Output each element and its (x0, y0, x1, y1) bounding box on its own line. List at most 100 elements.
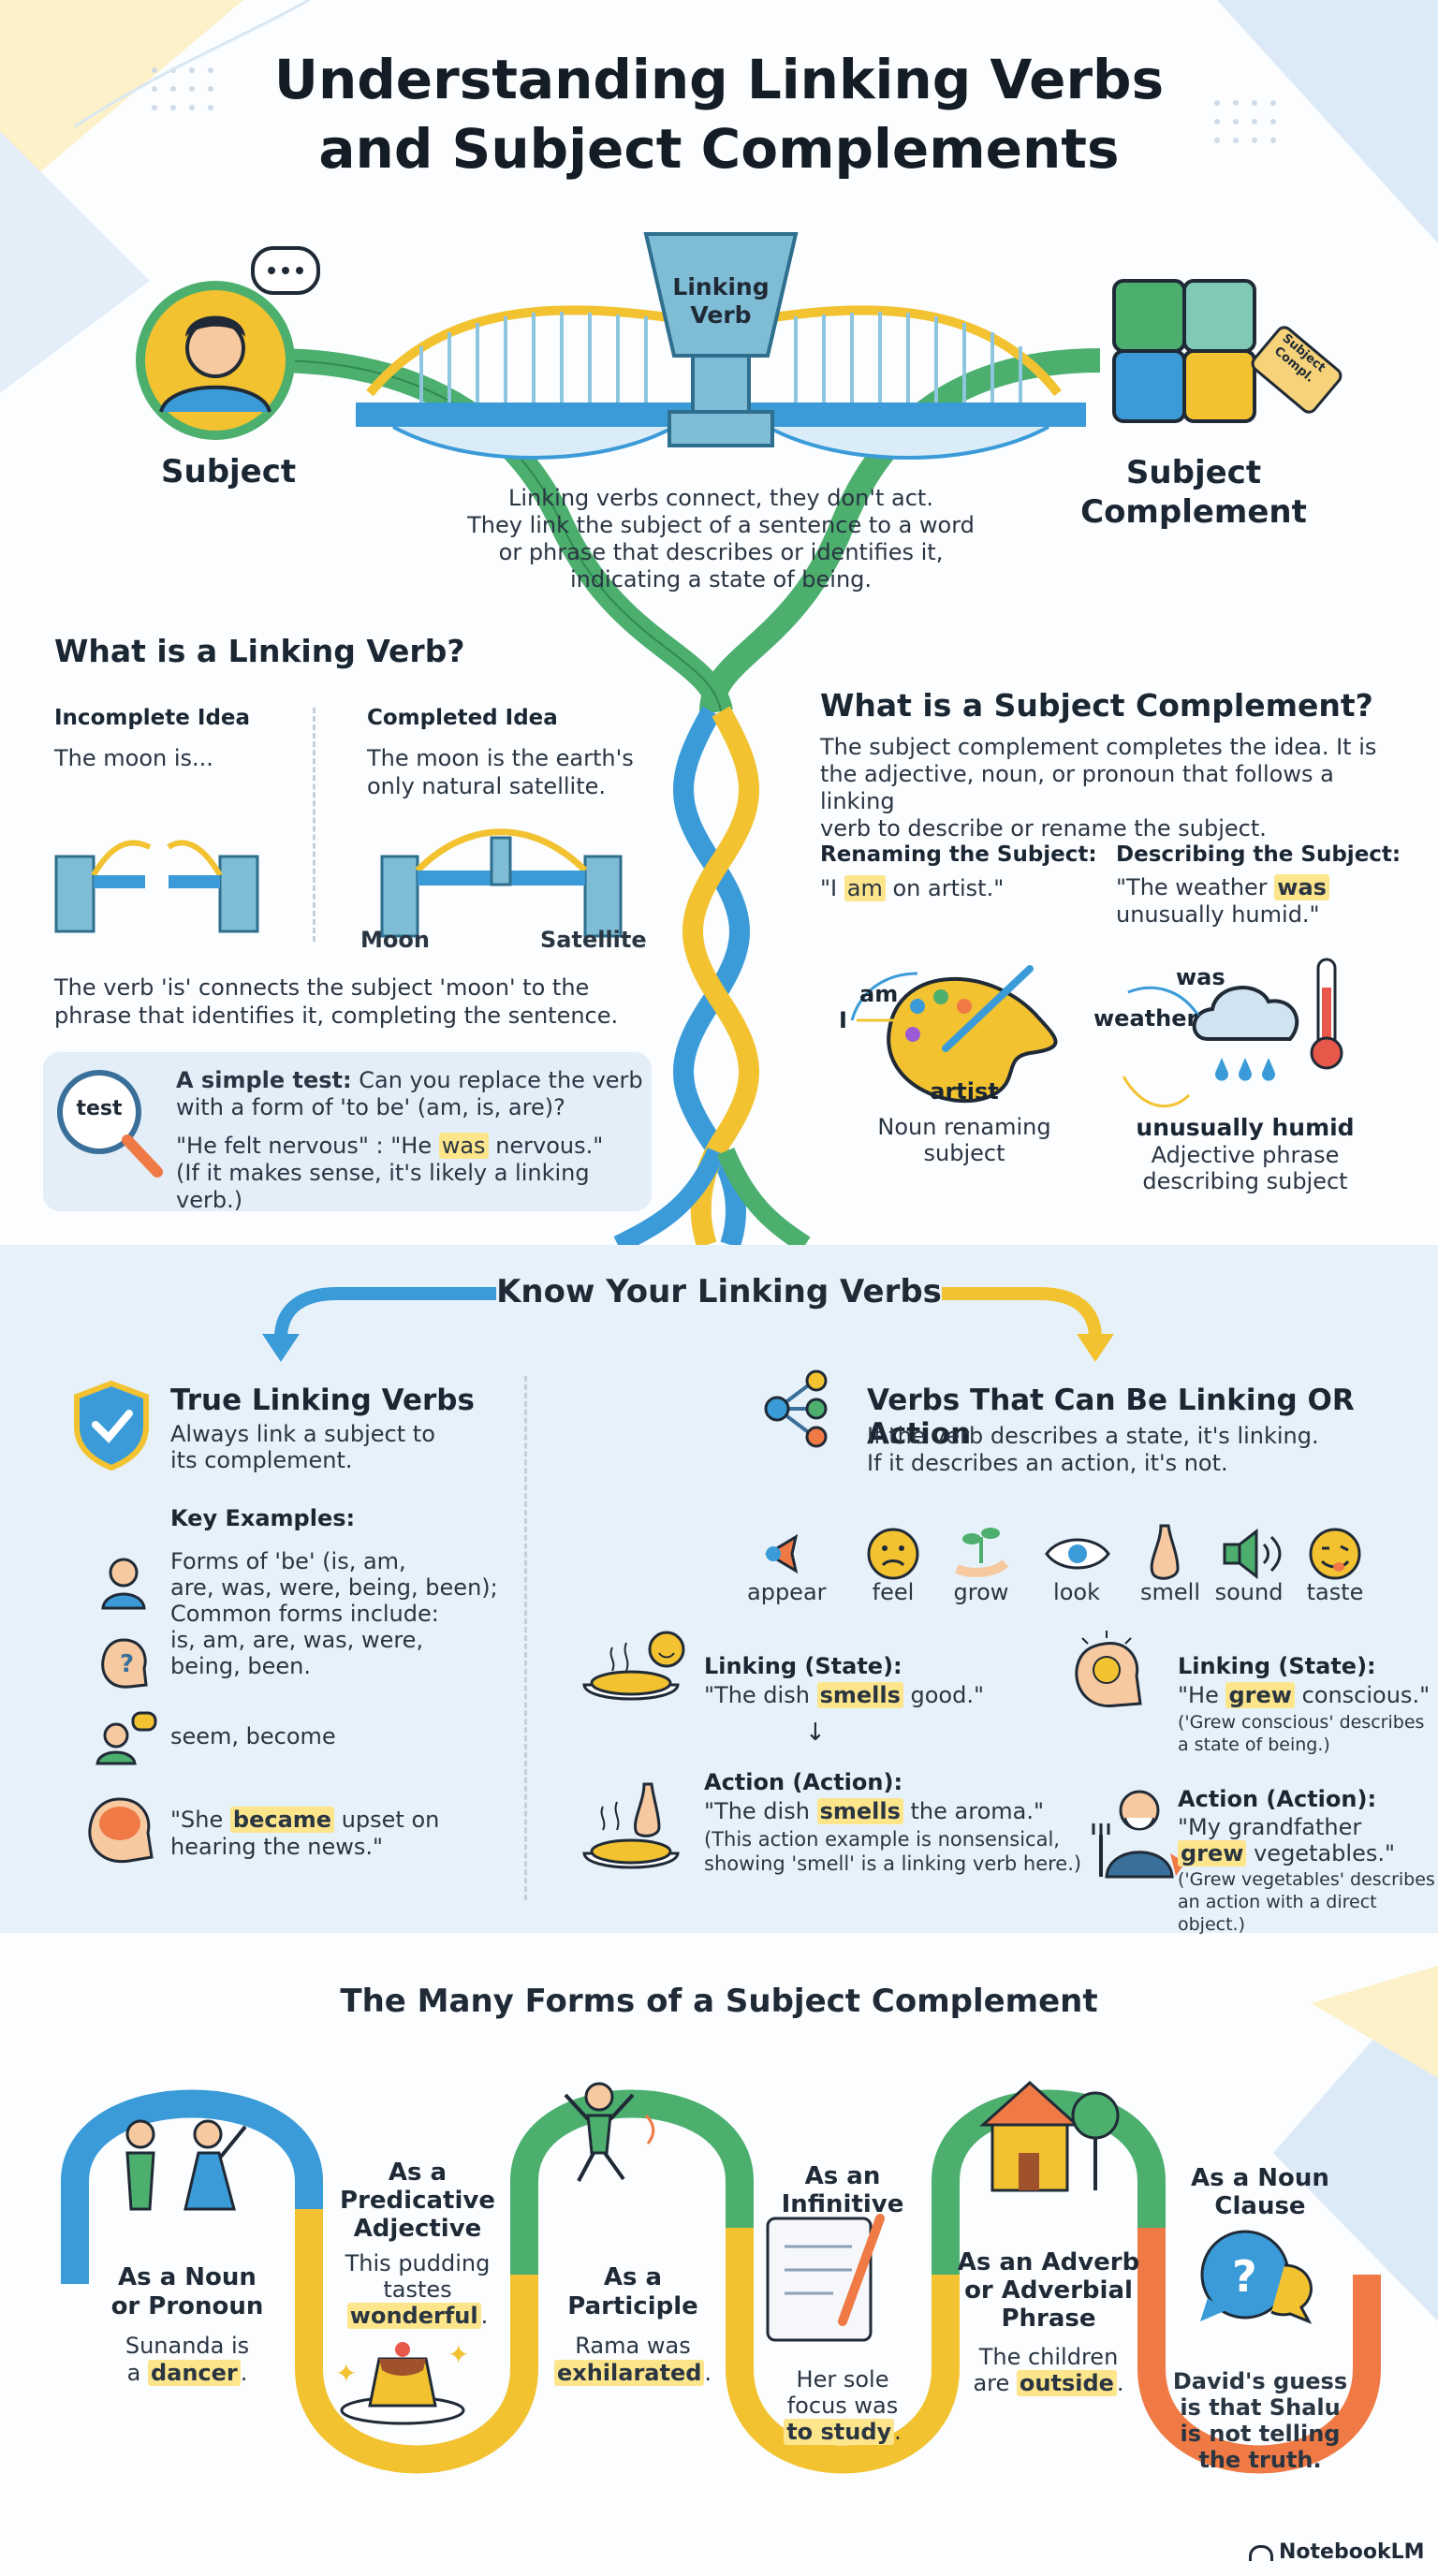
grandfather-icon (1092, 1790, 1185, 1879)
key-examples-label: Key Examples: (170, 1505, 356, 1531)
forms-heading: The Many Forms of a Subject Complement (340, 1983, 1098, 2020)
hero-description: Linking verbs connect, they don't act. T… (467, 485, 975, 593)
page-title: Understanding Linking Verbs and Subject … (273, 48, 1165, 181)
speaking-person-icon (95, 1711, 157, 1765)
scroll-pen-icon (766, 2214, 885, 2342)
form-participle-example: Rama was exhilarated. (541, 2333, 725, 2387)
grow-action-title: Action (Action): (1178, 1786, 1377, 1812)
seem-become-text: seem, become (170, 1723, 336, 1749)
forms-wave-track: ✦ ✦ ? (61, 2080, 1381, 2474)
brain-head-icon (88, 1797, 154, 1864)
verb-smell: smell (1140, 1579, 1200, 1605)
svg-text:?: ? (1232, 2251, 1257, 2302)
weather-label: weather (1093, 1005, 1198, 1032)
describing-example: "The weather was unusually humid." (1116, 874, 1329, 929)
know-banner-title: Know Your Linking Verbs (496, 1273, 942, 1310)
either-title: Verbs That Can Be Linking OR Action (867, 1383, 1355, 1451)
form-infinitive-example: Her sole focus was to study. (751, 2366, 934, 2445)
dancers-icon (125, 2119, 247, 2211)
incomplete-idea-title: Incomplete Idea (54, 706, 251, 730)
form-participle-title: As a Participle (567, 2263, 698, 2320)
renaming-title: Renaming the Subject: (820, 842, 1097, 867)
question-bubble-icon: ? (1200, 2230, 1313, 2324)
sound-icon (1223, 1528, 1282, 1580)
banner-arrows (262, 1287, 1114, 1362)
verb-sound: sound (1214, 1579, 1284, 1605)
form-clause-example: David's guess is that Shalu is not telli… (1172, 2368, 1348, 2473)
adjective-caption: Adjective phrase describing subject (1142, 1142, 1348, 1194)
svg-text:?: ? (120, 1650, 134, 1678)
incomplete-idea-text: The moon is... (54, 745, 213, 771)
look-icon (1045, 1538, 1110, 1570)
form-noun-example: Sunanda is a dancer. (125, 2333, 250, 2386)
verb-labels-row: appear feel grow look smell sound taste (747, 1578, 1404, 1612)
describing-title: Describing the Subject: (1116, 842, 1401, 867)
taste-icon (1309, 1528, 1361, 1580)
appear-icon (765, 1533, 799, 1574)
grow-action-note: ('Grew vegetables' describes an action w… (1178, 1869, 1435, 1935)
know-divider (524, 1376, 527, 1900)
lightbulb-head-icon (1075, 1631, 1142, 1707)
simple-test-box (43, 1052, 652, 1211)
jumping-person-icon (564, 2082, 655, 2182)
grow-linking-note: ('Grew conscious' describes a state of b… (1178, 1712, 1425, 1755)
complement-heading: What is a Subject Complement? (820, 687, 1373, 724)
smell-action-note: (This action example is nonsensical, sho… (704, 1828, 1082, 1875)
feel-icon (867, 1528, 919, 1580)
shield-check-icon (74, 1380, 149, 1471)
dish-smile-icon (582, 1631, 685, 1701)
smell-linking-example: "The dish smells good." (704, 1682, 985, 1708)
form-adverb-title: As an Adverb or Adverbial Phrase (957, 2248, 1140, 2333)
form-clause-title: As a Noun Clause (1191, 2164, 1329, 2220)
humid-label: unusually humid (1136, 1114, 1355, 1141)
am-label: am (859, 981, 899, 1007)
either-subtitle: If the verb describes a state, it's link… (867, 1423, 1319, 1476)
completed-idea-text: The moon is the earth's only natural sat… (367, 745, 634, 799)
person-icon (101, 1558, 146, 1610)
test-icon-label: test (76, 1097, 123, 1120)
grow-icon (955, 1528, 1009, 1577)
svg-text:✦: ✦ (448, 2339, 469, 2370)
form-infinitive-title: As an Infinitive (781, 2162, 904, 2218)
question-head-icon: ? (101, 1638, 148, 1689)
linking-verb-label: Linking Verb (672, 273, 770, 329)
became-example: "She became upset on hearing the news." (170, 1807, 440, 1860)
verb-grow: grow (953, 1579, 1009, 1605)
was-label: was (1176, 964, 1225, 990)
branch-network-icon (764, 1369, 828, 1448)
smell-icon (1150, 1524, 1180, 1580)
brand-logo: NotebookLM (1249, 2540, 1424, 2564)
satellite-label: Satellite (540, 927, 647, 953)
true-linking-subtitle: Always link a subject to its complement. (170, 1421, 435, 1473)
linking-verb-heading: What is a Linking Verb? (54, 633, 465, 669)
smell-linking-title: Linking (State): (704, 1653, 902, 1679)
hero-illustration (54, 232, 1343, 1245)
i-label: I (839, 1007, 847, 1033)
form-adjective-title: As a Predicative Adjective (340, 2159, 495, 2243)
linking-verb-explanation: The verb 'is' connects the subject 'moon… (54, 974, 619, 1029)
dish-nose-icon (582, 1782, 680, 1869)
house-icon (979, 2080, 1120, 2192)
complement-description: The subject complement completes the ide… (820, 734, 1377, 842)
smell-action-title: Action (Action): (704, 1769, 903, 1795)
down-arrow-icon: ↓ (805, 1719, 826, 1747)
simple-test-text: A simple test: Can you replace the verb … (176, 1067, 643, 1213)
artist-label: artist (930, 1078, 999, 1105)
verb-feel: feel (872, 1579, 915, 1605)
completed-idea-title: Completed Idea (367, 706, 558, 730)
verb-icons-row (765, 1524, 1361, 1580)
grow-linking-title: Linking (State): (1178, 1653, 1376, 1679)
verb-taste: taste (1306, 1579, 1364, 1605)
be-forms-text: Forms of 'be' (is, am, are, was, were, b… (170, 1548, 498, 1679)
smell-action-example: "The dish smells the aroma." (704, 1798, 1045, 1824)
moon-label: Moon (360, 927, 430, 953)
verb-look: look (1053, 1579, 1100, 1605)
svg-text:✦: ✦ (335, 2358, 357, 2389)
notebooklm-icon (1249, 2544, 1273, 2561)
form-noun-title: As a Noun or Pronoun (110, 2263, 264, 2320)
subject-label: Subject (161, 453, 297, 490)
complement-label: Subject Complement (1080, 454, 1307, 531)
pudding-icon: ✦ ✦ (335, 2339, 469, 2425)
noun-caption: Noun renaming subject (877, 1114, 1051, 1166)
